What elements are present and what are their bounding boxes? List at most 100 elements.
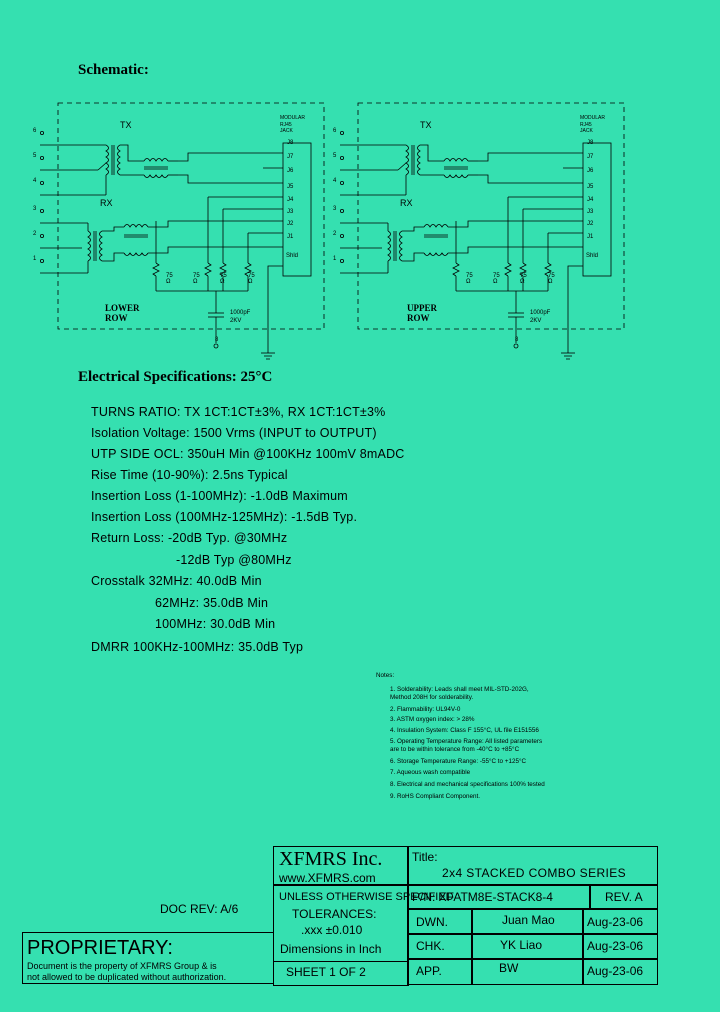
notes-title: Notes: <box>376 672 395 679</box>
jack-pin: J1 <box>587 234 594 240</box>
pn-cell: P/N: XFATM8E-STACK8-4 <box>407 884 591 910</box>
name-value: BW <box>499 961 519 975</box>
role-cell: CHK. <box>407 933 473 960</box>
pin-label: 1 <box>333 256 337 262</box>
role-cell: DWN. <box>407 908 473 935</box>
tolerance-value: .xxx ±0.010 <box>301 923 363 937</box>
note-line: 9. RoHS Compliant Component. <box>390 792 480 800</box>
jack-pin: Shld <box>286 253 299 259</box>
rx-label: RX <box>100 198 113 208</box>
note-line: 8. Electrical and mechanical specificati… <box>390 780 545 788</box>
spec-line: Rise Time (10-90%): 2.5ns Typical <box>91 468 288 482</box>
cap-label: 1000pF <box>230 310 251 316</box>
company-cell: XFMRS Inc. www.XFMRS.com <box>273 846 409 886</box>
note-line: are to be within tolerance from -40°C to… <box>390 746 520 754</box>
date-cell: Aug-23-06 <box>582 933 658 960</box>
jack-pin: Shld <box>586 253 599 259</box>
sheet-number: SHEET 1 OF 2 <box>286 965 366 979</box>
part-number: P/N: XFATM8E-STACK8-4 <box>412 890 553 904</box>
jack-label: RJ45 JACK <box>280 122 293 134</box>
note-line: 6. Storage Temperature Range: -55°C to +… <box>390 757 527 765</box>
revision: REV. A <box>605 890 643 904</box>
note-line: 5. Operating Temperature Range: All list… <box>390 737 543 745</box>
schematic-title: Schematic: <box>78 62 149 78</box>
role-label: APP. <box>416 964 442 978</box>
spec-line: Isolation Voltage: 1500 Vrms (INPUT to O… <box>91 426 377 440</box>
date-cell: Aug-23-06 <box>582 958 658 985</box>
note-line: 7. Aqueous wash compatible <box>390 769 471 777</box>
ground-pin-label: 8 <box>515 337 519 343</box>
upper-row-label: UPPER ROW <box>407 303 437 323</box>
jack-pin: J6 <box>587 168 594 174</box>
title-value: 2x4 STACKED COMBO SERIES <box>442 866 627 880</box>
proprietary-line: not allowed to be duplicated without aut… <box>27 972 227 982</box>
jack-pin: J7 <box>287 154 294 160</box>
lower-row-label: LOWER ROW <box>105 303 140 323</box>
date-value: Aug-23-06 <box>587 915 644 929</box>
role-label: CHK. <box>416 939 445 953</box>
jack-pin: J2 <box>287 221 294 227</box>
pin-label: 4 <box>33 178 37 184</box>
jack-label: MODULAR <box>580 115 606 121</box>
spec-line: 100MHz: 30.0dB Min <box>155 617 276 631</box>
jack-pin: J4 <box>287 197 294 203</box>
ground-pin-label: 8 <box>215 337 219 343</box>
spec-line: 62MHz: 35.0dB Min <box>155 596 269 610</box>
name-cell: BW <box>471 958 584 985</box>
spec-line: TURNS RATIO: TX 1CT:1CT±3%, RX 1CT:1CT±3… <box>91 405 386 419</box>
jack-pin: J5 <box>587 184 594 190</box>
doc-rev: DOC REV: A/6 <box>160 902 239 916</box>
title-cell: Title: 2x4 STACKED COMBO SERIES <box>407 846 658 886</box>
note-line: 2. Flammability: UL94V-0 <box>390 705 461 713</box>
tx-label: TX <box>120 120 132 130</box>
jack-pin: J4 <box>587 197 594 203</box>
company-name: XFMRS Inc. <box>279 848 383 870</box>
cap-label: 2KV <box>230 318 242 324</box>
dimensions-text: Dimensions in Inch <box>280 942 382 956</box>
pin-label: 5 <box>333 153 337 159</box>
name-value: YK Liao <box>500 938 543 952</box>
name-value: Juan Mao <box>502 913 555 927</box>
date-value: Aug-23-06 <box>587 964 644 978</box>
rx-label: RX <box>400 198 413 208</box>
cap-label: 2KV <box>530 318 542 324</box>
resistor-label: 75 Ω <box>220 273 227 285</box>
resistor-label: 75 Ω <box>248 273 255 285</box>
jack-label: MODULAR <box>280 115 306 121</box>
resistor-label: 75 Ω <box>493 273 500 285</box>
spec-line: Insertion Loss (1-100MHz): -1.0dB Maximu… <box>91 489 348 503</box>
jack-pin: J2 <box>587 221 594 227</box>
pin-label: 6 <box>33 128 37 134</box>
notes-block: Notes: 1. Solderability: Leads shall mee… <box>376 672 545 801</box>
date-cell: Aug-23-06 <box>582 908 658 935</box>
name-cell: Juan Mao <box>471 908 584 935</box>
company-website: www.XFMRS.com <box>279 871 376 885</box>
note-line: 1. Solderability: Leads shall meet MIL-S… <box>390 685 529 693</box>
spec-line: Insertion Loss (100MHz-125MHz): -1.5dB T… <box>91 510 358 524</box>
spec-line: UTP SIDE OCL: 350uH Min @100KHz 100mV 8m… <box>91 447 405 461</box>
role-cell: APP. <box>407 958 473 985</box>
resistor-label: 75 Ω <box>166 273 173 285</box>
pin-label: 4 <box>333 178 337 184</box>
jack-pin: J5 <box>287 184 294 190</box>
rev-cell: REV. A <box>589 884 658 910</box>
title-label: Title: <box>412 850 438 864</box>
resistor-label: 75 Ω <box>193 273 200 285</box>
pin-label: 1 <box>33 256 37 262</box>
jack-pin: J8 <box>587 140 594 146</box>
jack-pin: J3 <box>287 209 294 215</box>
jack-pin: J6 <box>287 168 294 174</box>
electrical-specs-title: Electrical Specifications: 25°C <box>78 369 273 385</box>
jack-label: RJ45 JACK <box>580 122 593 134</box>
pin-label: 2 <box>333 231 337 237</box>
pin-label: 2 <box>33 231 37 237</box>
pin-label: 3 <box>333 206 337 212</box>
name-cell: YK Liao <box>471 933 584 960</box>
jack-pin: J7 <box>587 154 594 160</box>
resistor-label: 75 Ω <box>548 273 555 285</box>
proprietary-box: PROPRIETARY: Document is the property of… <box>22 932 274 984</box>
jack-pin: J3 <box>587 209 594 215</box>
pin-label: 5 <box>33 153 37 159</box>
tolerances-label: TOLERANCES: <box>292 907 377 921</box>
proprietary-line: Document is the property of XFMRS Group … <box>27 961 217 971</box>
